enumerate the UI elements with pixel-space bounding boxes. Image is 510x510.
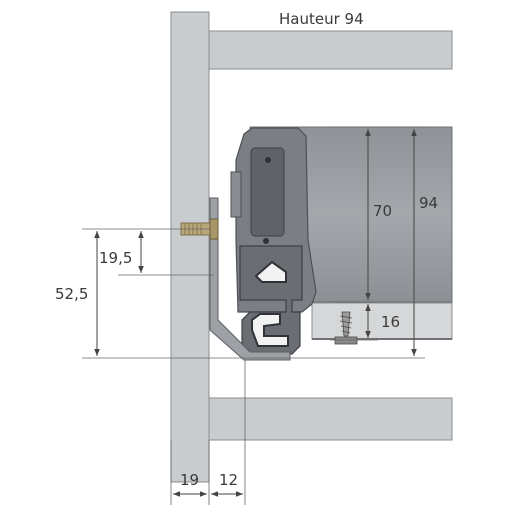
bottom-shelf-board bbox=[208, 397, 453, 441]
end-cap-tab bbox=[230, 171, 242, 218]
dim-label-19-5: 19,5 bbox=[99, 249, 132, 267]
clip-screw-bottom bbox=[263, 238, 269, 244]
dim-label-12: 12 bbox=[219, 471, 238, 489]
runner-inner-profile-top bbox=[254, 260, 287, 283]
extension-lines bbox=[82, 126, 425, 505]
diagram-title: Hauteur 94 bbox=[279, 10, 364, 28]
dim-label-19: 19 bbox=[180, 471, 199, 489]
clip-screw-top bbox=[265, 157, 271, 163]
mounting-screw-head bbox=[209, 218, 219, 240]
dim-label-94: 94 bbox=[419, 194, 438, 212]
cabinet-side-panel bbox=[170, 11, 210, 483]
end-cap-clip bbox=[250, 147, 285, 237]
wood-screw bbox=[334, 311, 358, 345]
runner-inner-profile-bottom bbox=[251, 313, 289, 347]
drawer-bottom-panel bbox=[311, 302, 453, 340]
dim-label-16: 16 bbox=[381, 313, 400, 331]
dim-label-52-5: 52,5 bbox=[55, 285, 88, 303]
top-shelf-board bbox=[208, 30, 453, 70]
dim-label-70: 70 bbox=[373, 202, 392, 220]
